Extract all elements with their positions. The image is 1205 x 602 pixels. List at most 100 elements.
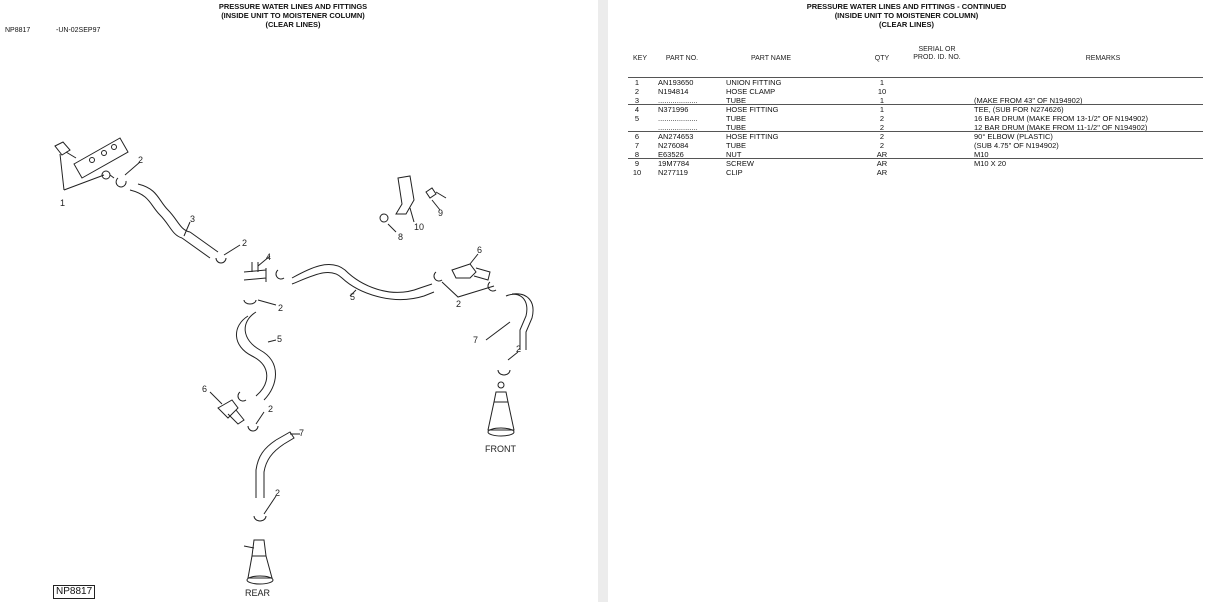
cell-remarks: (MAKE FROM 43" OF N194902) [974,96,1083,105]
parts-list-title: PRESSURE WATER LINES AND FITTINGS - CONT… [806,2,1007,11]
table-row: 5 ................... TUBE 2 16 BAR DRUM… [628,114,1203,123]
callout-3: 3 [190,214,195,224]
header-key: KEY [632,55,647,62]
cell-part-no: N277119 [658,168,688,177]
callout-2: 2 [268,404,273,414]
cell-key: 6 [634,132,640,141]
moistener-column-rear [243,539,274,585]
header-serial-line2: PROD. ID. NO. [913,54,961,61]
cell-qty: 10 [877,87,887,96]
callout-7: 7 [473,335,478,345]
cell-part-name: CLIP [726,168,743,177]
callout-6: 6 [477,245,482,255]
table-row: 2 N194814 HOSE CLAMP 10 [628,87,1203,96]
cell-part-name: TUBE [726,141,747,150]
cell-qty: 1 [879,105,885,114]
moistener-column-front [487,381,515,437]
clip-part [379,175,447,233]
cell-part-no: AN274653 [658,132,694,141]
cell-remarks: 12 BAR DRUM (MAKE FROM 11-1/2" OF N19490… [974,123,1148,132]
callout-2: 2 [242,238,247,248]
cell-key: 2 [634,87,640,96]
diagram-subtitle-2: (CLEAR LINES) [265,20,321,29]
cell-key: 3 [634,96,640,105]
cell-remarks: (SUB 4.75" OF N194902) [974,141,1059,150]
elbow-fitting-part-a [451,263,491,281]
callout-2: 2 [278,303,283,313]
table-row: 3 ................... TUBE 1 (MAKE FROM … [628,96,1203,105]
cell-part-name: HOSE FITTING [726,105,779,114]
callout-1: 1 [60,198,65,208]
hose-clamp-part-a [115,177,127,188]
cell-part-no: N276084 [658,141,689,150]
tube-5-upper-part [291,264,435,300]
cell-key: 9 [634,159,640,168]
cell-qty: 2 [879,123,885,132]
cell-qty: 2 [879,141,885,150]
header-part-no: PART NO. [665,55,699,62]
cell-qty: 1 [879,96,885,105]
cell-remarks: TEE, (SUB FOR N274626) [974,105,1064,114]
cell-key: 7 [634,141,640,150]
callout-2: 2 [516,344,521,354]
cell-part-no: ................... [658,114,698,123]
figure-date: -UN-02SEP97 [56,27,101,34]
diagram-subtitle: (INSIDE UNIT TO MOISTENER COLUMN) [221,11,365,20]
callout-2: 2 [138,155,143,165]
figure-id: NP8817 [5,27,31,34]
callout-5: 5 [350,292,355,302]
callout-10: 10 [414,222,424,232]
tube-7-left-part [255,439,285,498]
cell-key: 4 [634,105,640,114]
cell-part-no: N371996 [658,105,689,114]
table-rule [628,104,1203,105]
exploded-parts-diagram: 1 2 3 2 4 2 5 5 6 2 7 2 8 9 10 6 2 7 2 F… [54,137,534,598]
front-label: FRONT [485,444,516,454]
cell-key: 5 [634,114,640,123]
table-row: 10 N277119 CLIP AR [628,168,1203,177]
cell-remarks: 16 BAR DRUM (MAKE FROM 13-1/2" OF N19490… [974,114,1148,123]
cell-part-name: HOSE CLAMP [726,87,776,96]
header-qty: QTY [874,55,890,62]
cell-key: 1 [634,78,640,87]
diagram-page: PRESSURE WATER LINES AND FITTINGS (INSID… [0,0,598,602]
table-rule [628,77,1203,78]
cell-part-name: TUBE [726,96,747,105]
callout-6: 6 [202,384,207,394]
parts-list-subtitle-2: (CLEAR LINES) [879,20,934,29]
cell-remarks: 90° ELBOW (PLASTIC) [974,132,1053,141]
rear-label: REAR [245,588,271,598]
callout-9: 9 [438,208,443,218]
table-row: 1 AN193650 UNION FITTING 1 [628,78,1203,87]
cell-part-name: SCREW [726,159,754,168]
callout-7: 7 [299,428,304,438]
table-row: 9 19M7784 SCREW AR M10 X 20 [628,159,1203,168]
hose-clamp-part-f [247,425,259,432]
cell-part-no: ................... [658,96,698,105]
cell-key: 8 [634,150,640,159]
cell-part-no: AN193650 [658,78,694,87]
hose-clamp-part-g [253,515,267,522]
page-gutter [598,0,608,602]
cell-qty: 2 [879,114,885,123]
callout-2: 2 [275,488,280,498]
union-fitting-part [54,137,129,191]
cell-qty: 1 [879,78,885,87]
diagram-title: PRESSURE WATER LINES AND FITTINGS [218,2,368,11]
cell-part-no: E63526 [658,150,684,159]
cell-part-no: ................... [658,123,698,132]
header-serial: SERIAL OR PROD. ID. NO. [906,46,968,62]
cell-part-name: UNION FITTING [726,78,782,87]
cell-key: 10 [632,168,642,177]
cell-qty: AR [876,150,888,159]
callout-2: 2 [456,299,461,309]
parts-list-subtitle: (INSIDE UNIT TO MOISTENER COLUMN) [834,11,979,20]
cell-part-name: TUBE [726,114,747,123]
cell-part-name: TUBE [726,123,747,132]
cell-part-name: HOSE FITTING [726,132,779,141]
cell-part-no: 19M7784 [658,159,690,168]
cell-part-no: N194814 [658,87,689,96]
header-serial-line1: SERIAL OR [918,46,956,53]
hose-clamp-part-e [497,369,511,376]
table-rule [628,131,1203,132]
